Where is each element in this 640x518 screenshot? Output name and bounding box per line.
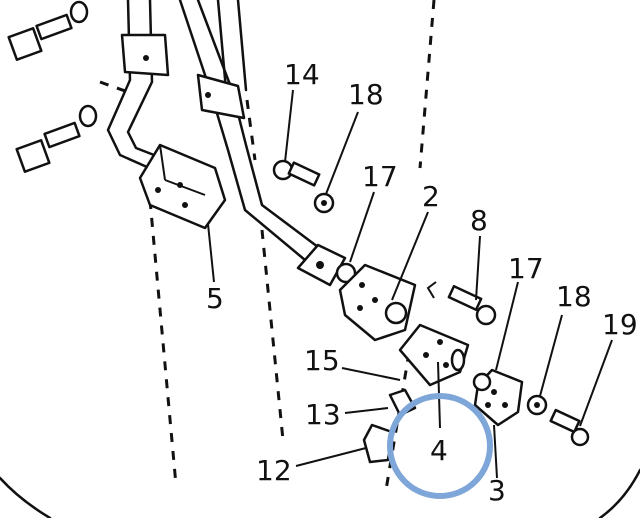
block-part-2 <box>338 263 417 342</box>
block-part-4 <box>398 323 470 387</box>
washer-part-18-lower <box>526 394 548 416</box>
callout-labels: 14 18 17 2 8 5 17 18 19 15 13 4 12 3 <box>206 58 638 507</box>
callout-18-lower: 18 <box>556 280 592 313</box>
callout-4: 4 <box>430 434 448 467</box>
bolt-part-14 <box>272 159 321 187</box>
callout-8: 8 <box>470 204 488 237</box>
callout-19: 19 <box>602 308 638 341</box>
block-part-5 <box>138 143 227 230</box>
highlight-circle <box>387 393 493 499</box>
callout-13: 13 <box>305 398 341 431</box>
callout-2: 2 <box>422 180 440 213</box>
bolt-part-19 <box>549 408 590 447</box>
bolt-part-8 <box>447 284 497 326</box>
callout-14: 14 <box>284 58 320 91</box>
pipe-right <box>178 0 324 262</box>
callout-5: 5 <box>206 282 224 315</box>
pipe-fitting-end <box>296 243 357 287</box>
callout-3: 3 <box>488 474 506 507</box>
bolt-mid-left <box>15 104 98 173</box>
pipe-clamp-upper-left <box>120 33 170 77</box>
washer-part-18-upper <box>313 192 335 214</box>
callout-12: 12 <box>256 454 292 487</box>
block-part-3 <box>472 368 524 427</box>
pipe-clamp-upper-right <box>196 73 246 120</box>
callout-17-upper: 17 <box>362 160 398 193</box>
bolt-top-left <box>7 0 89 61</box>
callout-15: 15 <box>304 344 340 377</box>
leader-lines <box>207 89 613 479</box>
callout-18-upper: 18 <box>348 78 384 111</box>
callout-17-lower: 17 <box>508 252 544 285</box>
housing-outline <box>0 468 640 518</box>
